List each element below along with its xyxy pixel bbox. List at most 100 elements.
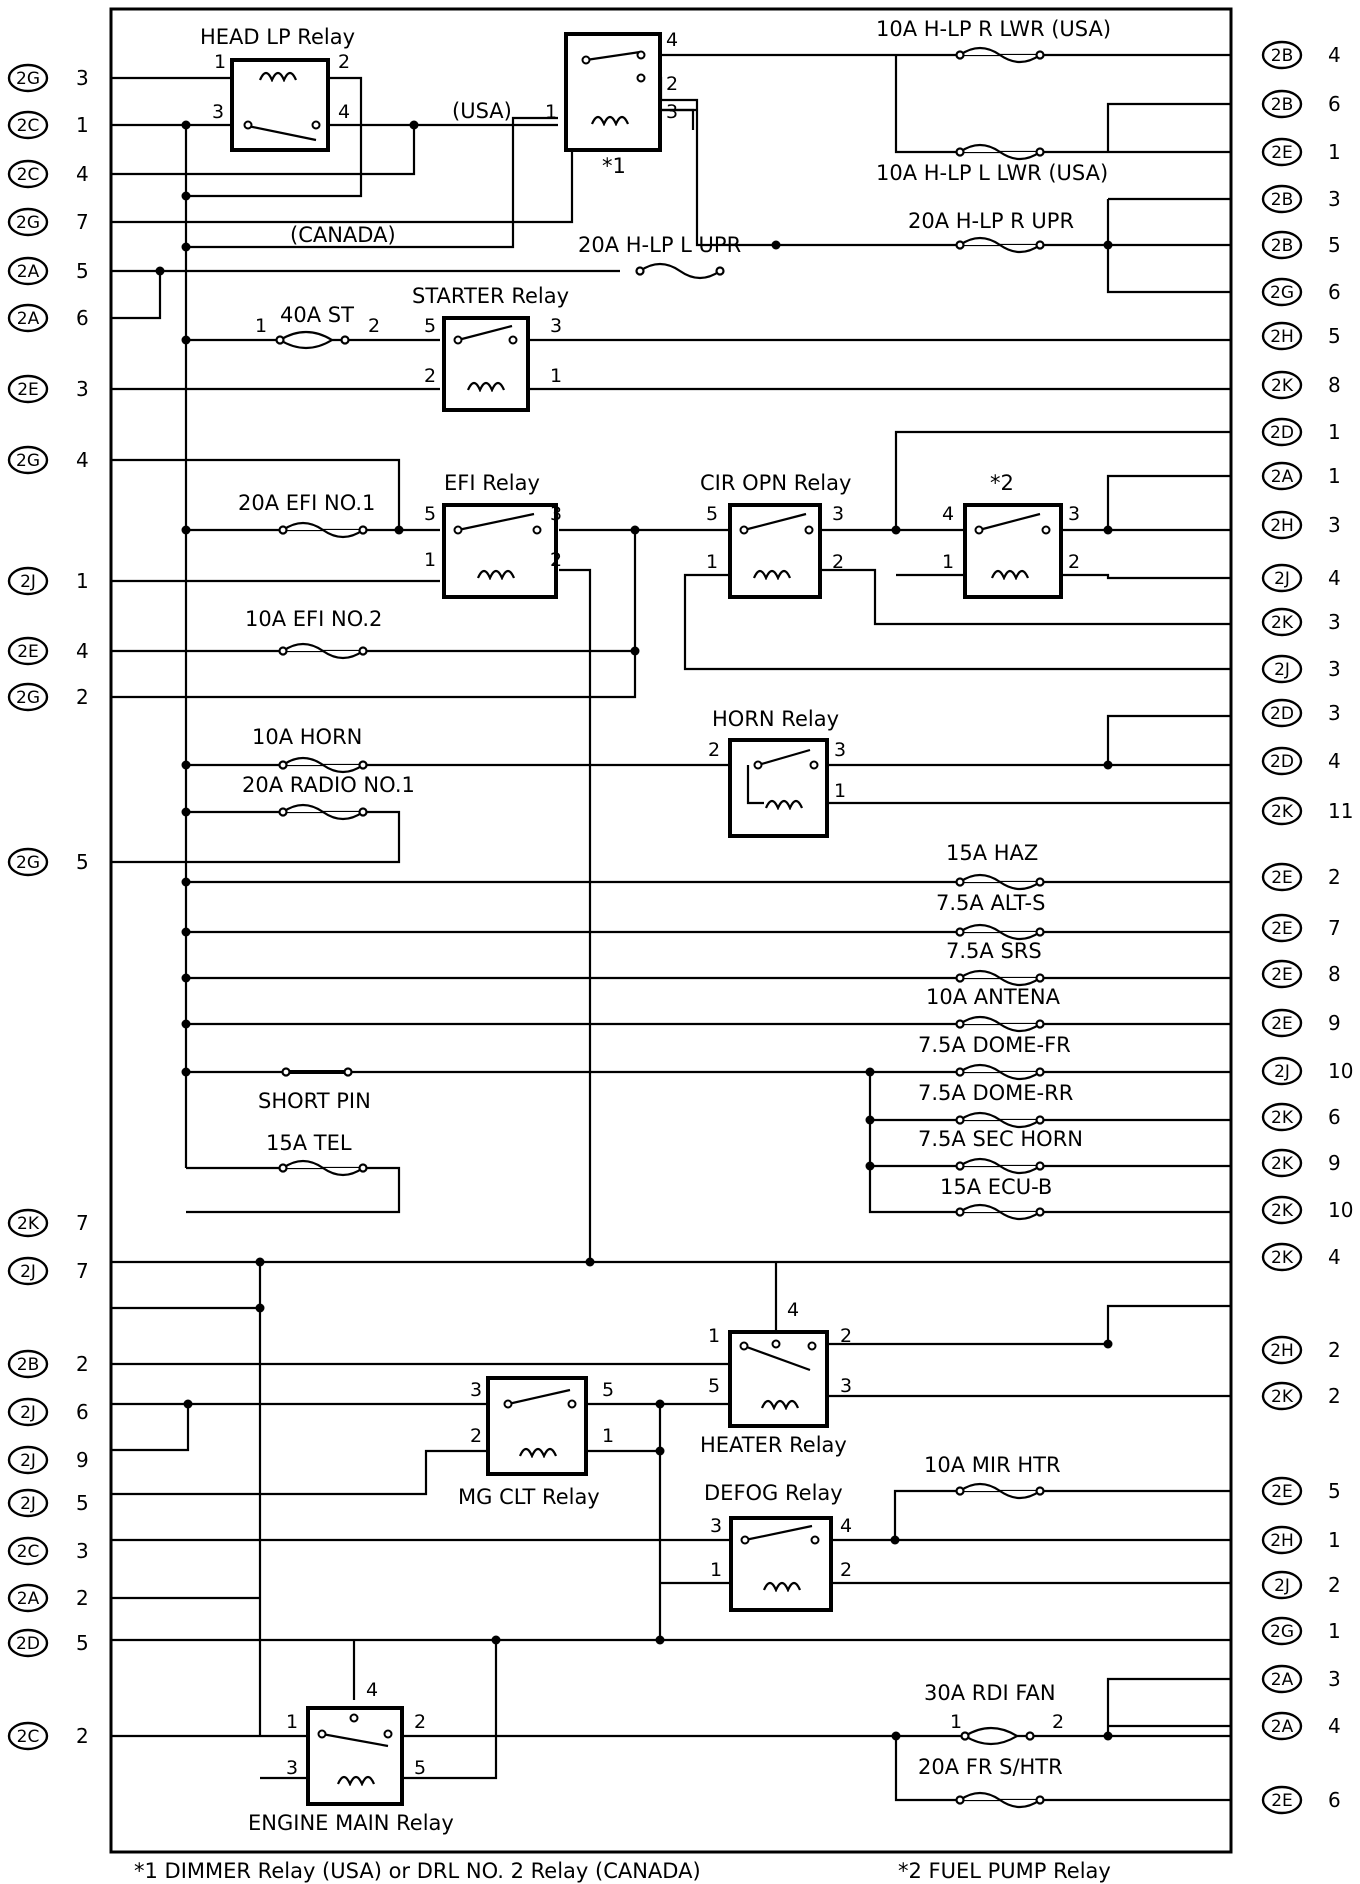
connector-code: 2B — [1271, 190, 1293, 210]
right-connector-2a-1: 2A 1 — [1261, 461, 1341, 491]
connector-bubble — [1261, 959, 1303, 989]
fuse-labels: 10A H-LP R LWR (USA) 10A H-LP L LWR (USA… — [238, 17, 1111, 1779]
connector-pin-number: 1 — [1328, 464, 1341, 488]
connector-bubble — [7, 374, 49, 404]
fuse-hlp-r-lwr-label: 10A H-LP R LWR (USA) — [876, 17, 1111, 41]
connector-pin-number: 5 — [1328, 1479, 1341, 1503]
connector-code: 2E — [1271, 919, 1293, 939]
svg-text:5: 5 — [424, 315, 436, 337]
fuse-hlp-l-upr-label: 20A H-LP L UPR — [578, 233, 741, 257]
usa-wire-label: (USA) — [452, 99, 512, 123]
fuse-dome-fr-label: 7.5A DOME-FR — [918, 1033, 1071, 1057]
svg-text:1: 1 — [255, 315, 267, 337]
fuse-sec-horn-label: 7.5A SEC HORN — [918, 1127, 1083, 1151]
connector-pin-number: 4 — [1328, 566, 1341, 590]
svg-text:1: 1 — [602, 1425, 614, 1447]
connector-code: 2C — [17, 1727, 40, 1747]
svg-text:3: 3 — [212, 101, 224, 123]
connector-pin-number: 8 — [1328, 373, 1341, 397]
svg-text:2: 2 — [840, 1325, 852, 1347]
svg-text:3: 3 — [1068, 503, 1080, 525]
relay-boxes — [230, 32, 1063, 1806]
svg-text:3: 3 — [666, 101, 678, 123]
connector-code: 2D — [1270, 704, 1294, 724]
connector-code: 2A — [1271, 1717, 1294, 1737]
connector-code: 2G — [16, 69, 40, 89]
connector-code: 2G — [16, 688, 40, 708]
connector-bubble — [1261, 510, 1303, 540]
fuel-pump-relay-mark: *2 — [990, 471, 1014, 495]
short-pin-symbol — [281, 1067, 353, 1077]
connector-pin-number: 3 — [1328, 1667, 1341, 1691]
connector-bubble — [7, 110, 49, 140]
connector-code: 2E — [17, 642, 39, 662]
connector-code: 2J — [20, 1494, 36, 1514]
connector-code: 2H — [1270, 1341, 1294, 1361]
connector-pin-number: 2 — [1328, 865, 1341, 889]
diagram-frame — [109, 7, 1233, 1854]
connector-code: 2K — [1271, 1154, 1294, 1174]
connector-bubble — [1261, 1711, 1303, 1741]
connector-code: 2E — [1271, 965, 1293, 985]
short-pin-label: SHORT PIN — [258, 1089, 371, 1113]
connector-pin-number: 10 — [1328, 1198, 1353, 1222]
fuse-mir-htr-label: 10A MIR HTR — [924, 1453, 1061, 1477]
connector-pin-number: 3 — [1328, 657, 1341, 681]
svg-text:2: 2 — [840, 1559, 852, 1581]
connector-pin-number: 4 — [1328, 749, 1341, 773]
connector-pin-number: 5 — [76, 1631, 89, 1655]
connector-code: 2J — [20, 1262, 36, 1282]
connector-code: 2G — [1270, 1622, 1294, 1642]
svg-text:4: 4 — [338, 101, 350, 123]
connector-code: 2E — [1271, 1014, 1293, 1034]
svg-text:3: 3 — [286, 1757, 298, 1779]
efi-relay-label: EFI Relay — [444, 471, 540, 495]
connector-pin-number: 5 — [1328, 324, 1341, 348]
connector-bubble — [1261, 461, 1303, 491]
svg-text:2: 2 — [1052, 1711, 1064, 1733]
connector-bubble — [7, 566, 49, 596]
svg-text:4: 4 — [366, 1679, 378, 1701]
connector-pin-number: 4 — [76, 639, 89, 663]
connector-pin-number: 1 — [1328, 420, 1341, 444]
connector-code: 2A — [1271, 467, 1294, 487]
connector-bubble — [7, 303, 49, 333]
connector-code: 2K — [1271, 802, 1294, 822]
connector-code: 2D — [1270, 752, 1294, 772]
connector-bubble — [7, 256, 49, 286]
connector-code: 2J — [20, 1451, 36, 1471]
connector-code: 2E — [1271, 1482, 1293, 1502]
connector-bubble — [7, 1445, 49, 1475]
svg-text:2: 2 — [338, 51, 350, 73]
connector-bubble — [1261, 1664, 1303, 1694]
fuse-radio1-label: 20A RADIO NO.1 — [242, 773, 415, 797]
connector-bubble — [7, 847, 49, 877]
connector-pin-number: 6 — [1328, 1788, 1341, 1812]
wires — [111, 53, 1231, 1802]
svg-text:3: 3 — [550, 315, 562, 337]
svg-text:2: 2 — [832, 551, 844, 573]
connector-pin-number: 2 — [1328, 1573, 1341, 1597]
connector-pin-number: 2 — [1328, 1384, 1341, 1408]
connector-code: 2A — [17, 1589, 40, 1609]
fuse-fr-shtr-label: 20A FR S/HTR — [918, 1755, 1063, 1779]
footnote-dimmer: *1 DIMMER Relay (USA) or DRL NO. 2 Relay… — [134, 1859, 701, 1883]
connector-bubble — [1261, 1195, 1303, 1225]
